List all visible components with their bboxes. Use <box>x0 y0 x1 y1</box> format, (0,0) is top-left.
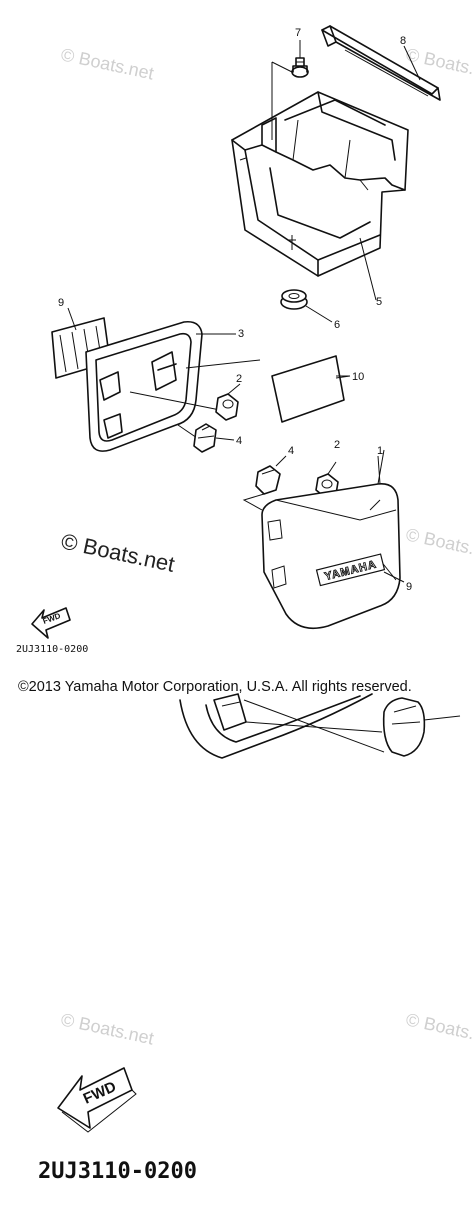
callout-9-left: 9 <box>58 297 64 309</box>
callout-4-upper: 4 <box>236 435 242 447</box>
part-3-side-cover-inner <box>85 320 261 452</box>
watermark-top-right: © Boats.net <box>404 44 472 83</box>
fwd-arrow-large: FWD <box>57 1067 137 1133</box>
watermark-top-left: © Boats.net <box>59 44 155 83</box>
drawing-code-large: 2UJ3110-0200 <box>38 1159 197 1184</box>
callout-9-right: 9 <box>406 581 412 593</box>
callout-2-upper: 2 <box>236 373 242 385</box>
part-4-damper-lower <box>242 455 287 511</box>
callout-leaders <box>67 40 421 583</box>
part-2-grommet-upper <box>215 383 241 421</box>
part-4-damper-upper <box>193 423 235 453</box>
callout-6: 6 <box>334 319 340 331</box>
part-6-grommet <box>280 289 308 310</box>
copyright-notice: ©2013 Yamaha Motor Corporation, U.S.A. A… <box>18 679 412 695</box>
part-1-side-cover-outer: YAMAHA <box>261 449 401 630</box>
part-7-bolt <box>291 57 309 78</box>
callout-1: 1 <box>377 445 383 457</box>
callout-7: 7 <box>295 27 301 39</box>
watermark-bottom-left: © Boats.net <box>59 1009 155 1048</box>
watermark-center: © Boats.net <box>59 528 177 576</box>
fwd-arrow-small: FWD <box>31 607 71 639</box>
callout-10: 10 <box>352 371 364 383</box>
callout-numbers: 7 8 5 6 9 3 2 4 10 4 2 1 9 <box>58 27 412 593</box>
callout-5: 5 <box>376 296 382 308</box>
part-10-plate <box>271 355 351 423</box>
drawing-code-small: 2UJ3110-0200 <box>16 644 88 655</box>
part-5-battery-box <box>231 61 409 277</box>
watermark-mid-right: © Boats.net <box>404 524 472 563</box>
part-8-battery-band <box>321 25 441 101</box>
callout-8: 8 <box>400 35 406 47</box>
callout-2-lower: 2 <box>334 439 340 451</box>
callout-3: 3 <box>238 328 244 340</box>
watermark-bottom-right: © Boats.net <box>404 1009 472 1048</box>
callout-4-lower: 4 <box>288 445 294 457</box>
yamaha-decal-frame <box>315 553 386 587</box>
zoomed-detail <box>179 693 461 759</box>
